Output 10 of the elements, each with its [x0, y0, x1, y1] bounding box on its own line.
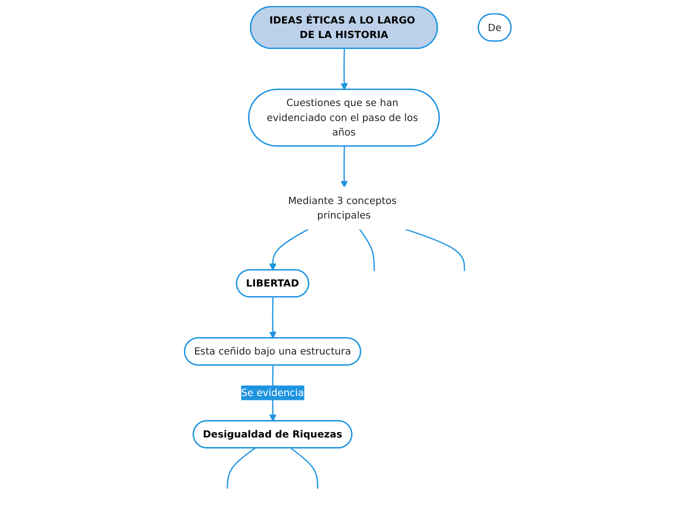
arrow — [269, 228, 309, 271]
connector — [359, 228, 376, 272]
connector — [405, 228, 466, 272]
arrow — [340, 48, 348, 90]
connector — [227, 448, 256, 489]
node-text: Mediante 3 conceptos principales — [288, 194, 397, 222]
arrow — [340, 146, 348, 188]
edge-label: Se evidencia — [241, 387, 304, 399]
arrow — [269, 297, 277, 339]
connector — [290, 448, 318, 489]
